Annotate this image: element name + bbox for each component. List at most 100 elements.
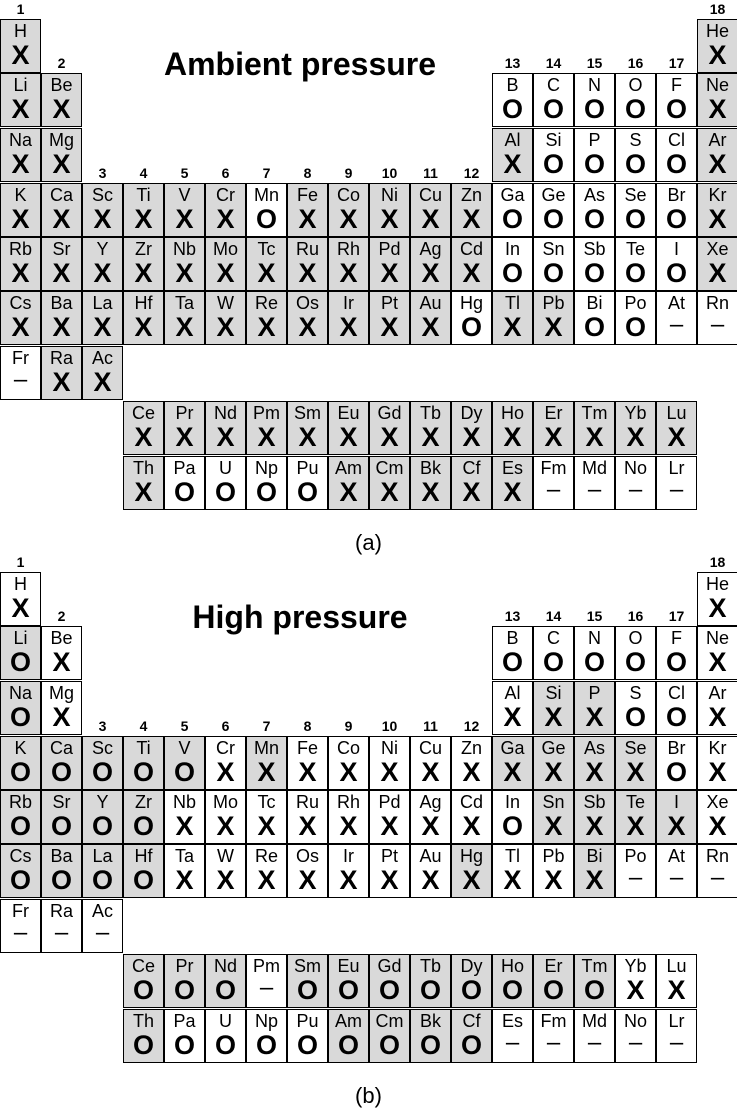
element-cell-md: Md– bbox=[574, 456, 615, 510]
element-symbol: Os bbox=[295, 846, 319, 866]
x-mark: X bbox=[708, 702, 727, 732]
element-symbol: Cu bbox=[418, 185, 442, 205]
element-symbol: Er bbox=[544, 403, 563, 423]
o-mark: O bbox=[501, 94, 523, 124]
element-symbol: Gd bbox=[377, 403, 402, 423]
element-symbol: W bbox=[217, 846, 234, 866]
dash-mark: – bbox=[628, 864, 643, 891]
element-symbol: Rn bbox=[705, 846, 729, 866]
x-mark: X bbox=[93, 367, 112, 397]
group-label-17: 17 bbox=[668, 55, 685, 71]
x-mark: X bbox=[52, 367, 71, 397]
x-mark: X bbox=[216, 865, 235, 895]
element-symbol: Sb bbox=[583, 239, 606, 259]
group-label-8: 8 bbox=[303, 718, 312, 734]
element-symbol: Md bbox=[581, 1011, 607, 1031]
dash-mark: – bbox=[13, 366, 28, 393]
group-label-1: 1 bbox=[16, 554, 25, 570]
x-mark: X bbox=[298, 312, 317, 342]
element-cell-pm: Pm– bbox=[246, 954, 287, 1008]
o-mark: O bbox=[460, 312, 482, 342]
o-mark: O bbox=[132, 1030, 154, 1060]
x-mark: X bbox=[134, 312, 153, 342]
group-label-2: 2 bbox=[57, 55, 66, 71]
element-symbol: O bbox=[628, 628, 643, 648]
element-symbol: Rb bbox=[8, 239, 32, 259]
o-mark: O bbox=[583, 94, 605, 124]
x-mark: X bbox=[421, 312, 440, 342]
o-mark: O bbox=[665, 258, 687, 288]
element-symbol: Am bbox=[335, 458, 362, 478]
element-symbol: Kr bbox=[708, 738, 727, 758]
element-symbol: Cf bbox=[462, 1011, 481, 1031]
element-symbol: Fm bbox=[540, 1011, 567, 1031]
o-mark: O bbox=[583, 204, 605, 234]
element-symbol: Cr bbox=[216, 185, 235, 205]
element-cell-at: At– bbox=[656, 291, 697, 345]
o-mark: O bbox=[378, 1030, 400, 1060]
x-mark: X bbox=[134, 204, 153, 234]
o-mark: O bbox=[501, 204, 523, 234]
element-symbol: Xe bbox=[706, 239, 729, 259]
x-mark: X bbox=[462, 477, 481, 507]
element-symbol: P bbox=[588, 683, 601, 703]
element-symbol: Zr bbox=[135, 792, 152, 812]
o-mark: O bbox=[9, 647, 31, 677]
o-mark: O bbox=[542, 975, 564, 1005]
element-symbol: Ag bbox=[419, 792, 442, 812]
x-mark: X bbox=[708, 811, 727, 841]
group-label-5: 5 bbox=[180, 718, 189, 734]
element-symbol: Sb bbox=[583, 792, 606, 812]
element-symbol: Ba bbox=[50, 846, 73, 866]
o-mark: O bbox=[214, 477, 236, 507]
x-mark: X bbox=[380, 757, 399, 787]
element-cell-no: No– bbox=[615, 456, 656, 510]
o-mark: O bbox=[50, 865, 72, 895]
element-symbol: Sc bbox=[91, 738, 113, 758]
element-symbol: Mg bbox=[48, 683, 74, 703]
x-mark: X bbox=[380, 477, 399, 507]
group-label-3: 3 bbox=[98, 718, 107, 734]
element-symbol: Ge bbox=[541, 738, 566, 758]
o-mark: O bbox=[419, 1030, 441, 1060]
x-mark: X bbox=[585, 865, 604, 895]
element-cell-rn: Rn– bbox=[697, 291, 737, 345]
x-mark: X bbox=[52, 647, 71, 677]
element-symbol: Ru bbox=[295, 239, 319, 259]
element-symbol: Ho bbox=[500, 956, 524, 976]
element-symbol: Ce bbox=[131, 956, 155, 976]
x-mark: X bbox=[298, 757, 317, 787]
x-mark: X bbox=[175, 258, 194, 288]
o-mark: O bbox=[132, 757, 154, 787]
x-mark: X bbox=[298, 422, 317, 452]
element-symbol: Fe bbox=[296, 185, 318, 205]
dash-mark: – bbox=[587, 476, 602, 503]
x-mark: X bbox=[462, 258, 481, 288]
